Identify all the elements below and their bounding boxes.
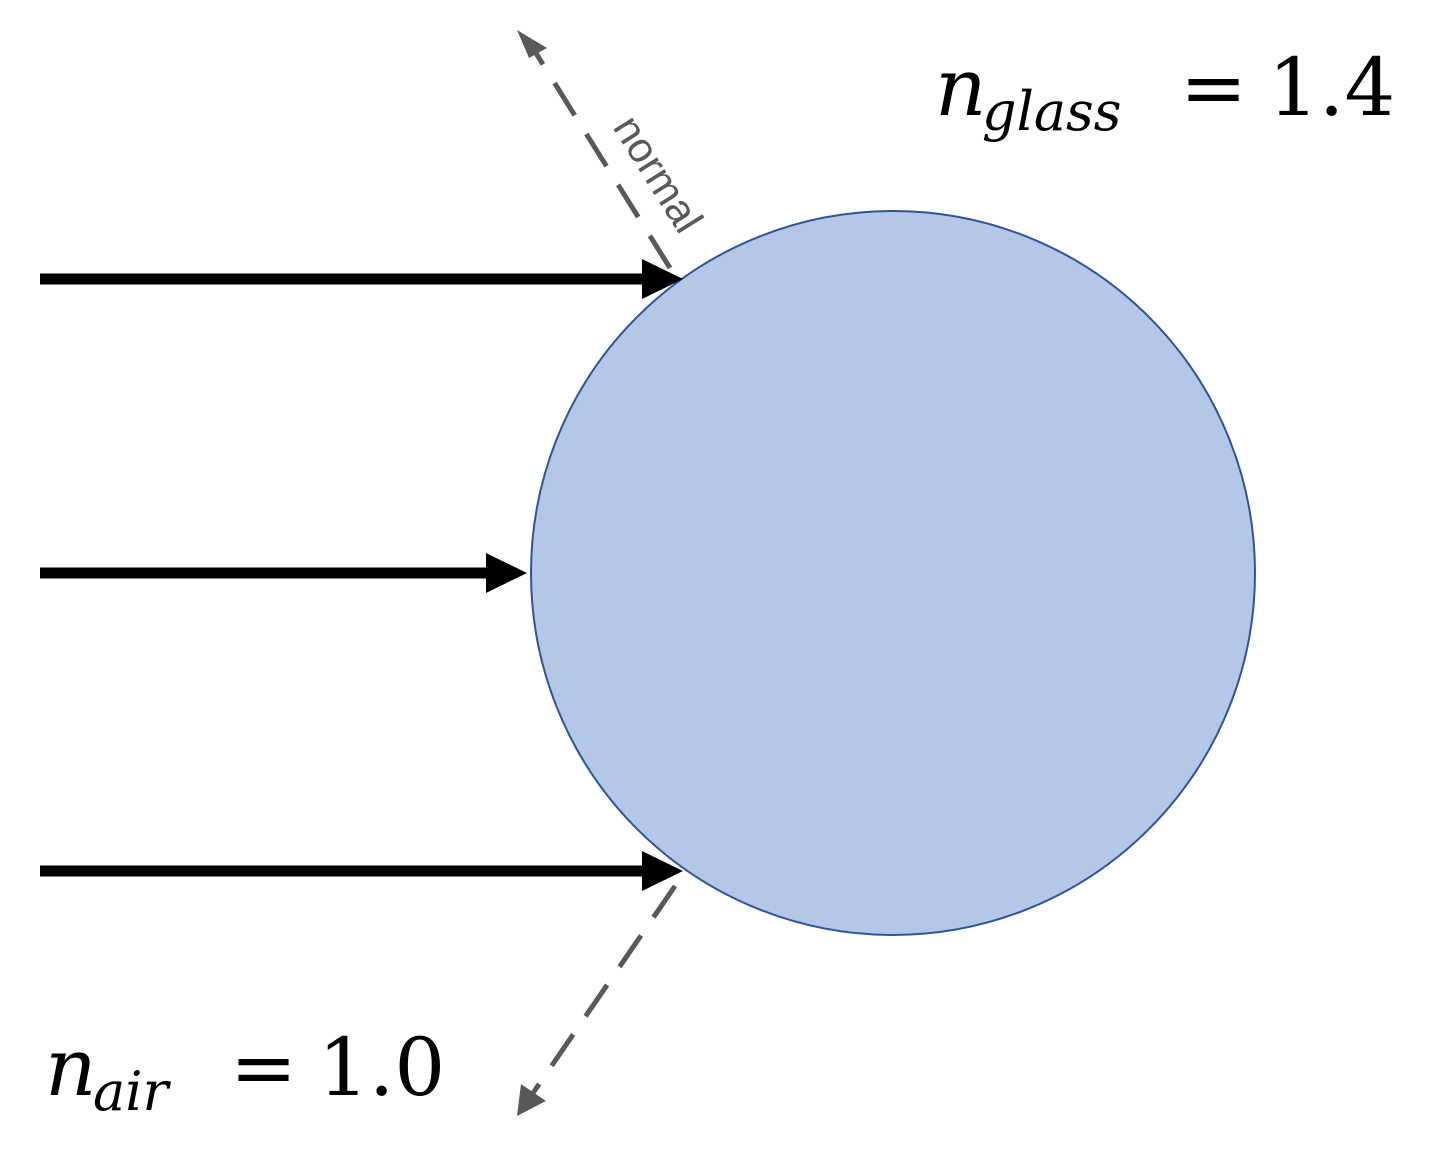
n-glass-equation: n glass = 1.4 — [935, 41, 1395, 143]
normal-upper — [517, 30, 673, 270]
n-glass-equals: = — [1180, 41, 1247, 134]
normal-lower-line — [530, 884, 678, 1095]
n-air-symbol: n — [45, 1021, 97, 1114]
ray-middle-arrowhead — [486, 553, 527, 593]
n-air-equals: = — [230, 1021, 297, 1114]
n-glass-value: 1.4 — [1268, 41, 1395, 134]
n-air-value: 1.0 — [318, 1021, 445, 1114]
n-air-subscript: air — [93, 1060, 171, 1123]
n-air-equation: n air = 1.0 — [45, 1021, 445, 1123]
normal-upper-arrowhead — [517, 30, 547, 58]
ray-bottom-arrowhead — [642, 851, 683, 891]
normal-label: normal — [604, 107, 712, 241]
normal-upper-line — [531, 48, 673, 270]
glass-sphere — [530, 210, 1256, 936]
n-glass-symbol: n — [935, 41, 987, 134]
incoming-rays — [40, 259, 683, 891]
n-glass-subscript: glass — [982, 80, 1121, 143]
normal-lower — [517, 884, 678, 1116]
ray-top-arrowhead — [642, 259, 683, 299]
normal-lower-arrowhead — [517, 1084, 546, 1116]
